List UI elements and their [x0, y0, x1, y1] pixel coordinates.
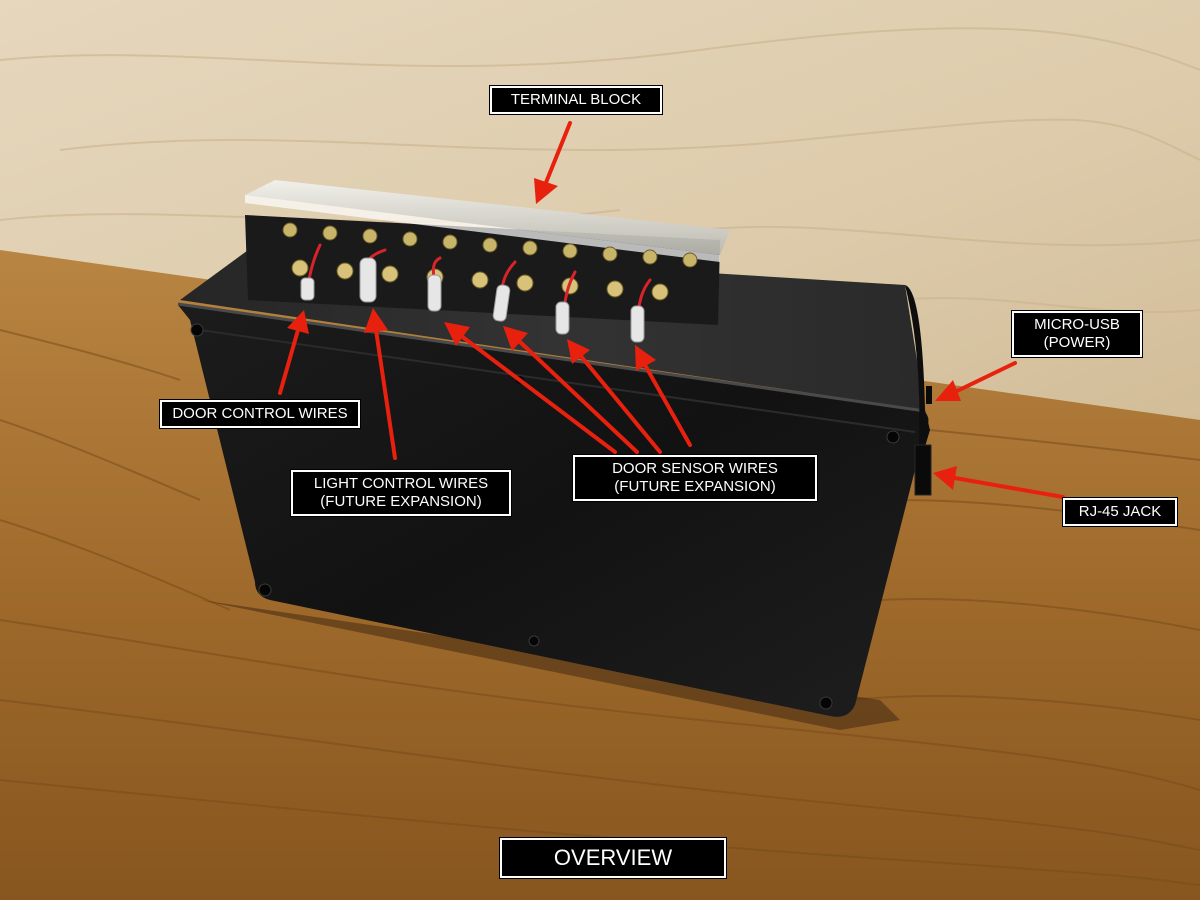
- arrow-rj45: [933, 466, 1065, 499]
- arrow-door-sensor-2: [503, 326, 639, 454]
- arrow-door-sensor-1: [444, 322, 617, 454]
- light-control-wire: [359, 257, 377, 303]
- door-sensor-wires-label: DOOR SENSOR WIRES (FUTURE EXPANSION): [572, 454, 818, 502]
- rj45-jack-label: RJ-45 JACK: [1062, 497, 1178, 527]
- door-control-wires-label: DOOR CONTROL WIRES: [159, 399, 361, 429]
- arrow-light-control: [364, 308, 397, 460]
- arrow-door-control: [278, 310, 309, 395]
- arrow-door-sensor-3: [567, 339, 662, 454]
- door-sensor-wire-4: [630, 305, 645, 343]
- door-sensor-wire-1: [427, 274, 442, 312]
- door-control-wire: [300, 277, 315, 301]
- arrow-terminal-block: [534, 121, 572, 204]
- micro-usb-label: MICRO-USB (POWER): [1011, 310, 1143, 358]
- arrow-door-sensor-4: [635, 345, 692, 447]
- micro-usb-port: [926, 386, 932, 404]
- enclosure-side: [905, 285, 930, 470]
- rj45-port: [914, 444, 932, 496]
- arrow-micro-usb: [935, 361, 1017, 401]
- light-control-wires-label: LIGHT CONTROL WIRES (FUTURE EXPANSION): [290, 469, 512, 517]
- terminal-block-label: TERMINAL BLOCK: [489, 85, 663, 115]
- door-sensor-wire-3: [555, 301, 570, 335]
- door-sensor-wire-2: [492, 284, 511, 322]
- overview-title: OVERVIEW: [499, 837, 727, 879]
